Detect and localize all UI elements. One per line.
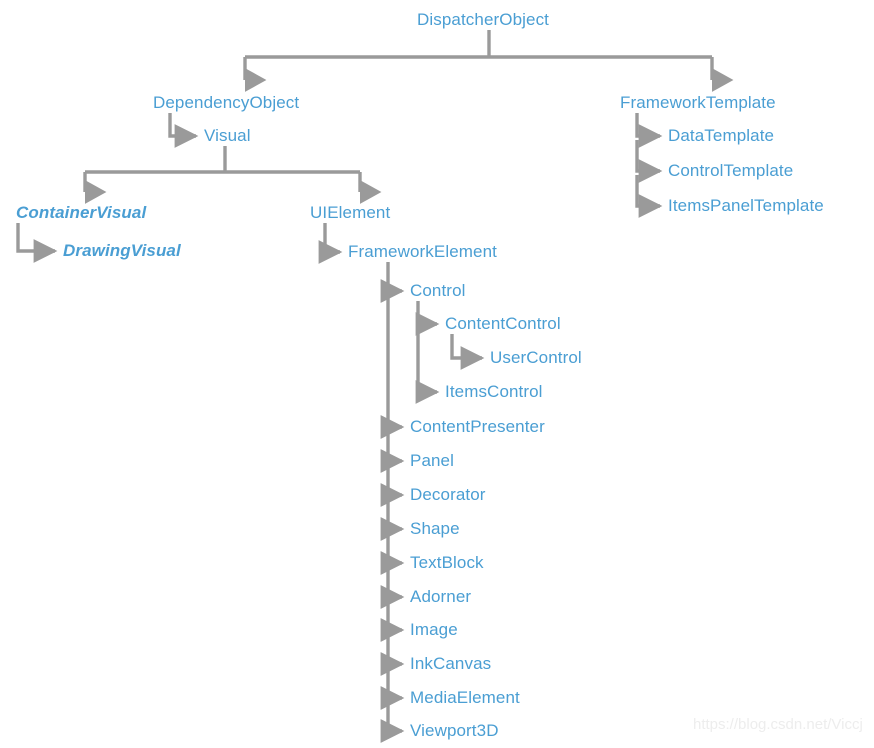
- class-node-controltemplate: ControlTemplate: [668, 161, 794, 180]
- class-node-contentcontrol: ContentControl: [445, 314, 561, 333]
- class-node-drawingvisual: DrawingVisual: [63, 241, 181, 260]
- class-node-itemspaneltemplate: ItemsPanelTemplate: [668, 196, 824, 215]
- class-node-datatemplate: DataTemplate: [668, 126, 775, 145]
- class-node-itemscontrol: ItemsControl: [445, 382, 543, 401]
- class-node-contentpresenter: ContentPresenter: [410, 417, 545, 436]
- edge-frameworktemplate-datatemplate: [635, 113, 663, 148]
- class-node-shape: Shape: [410, 519, 460, 538]
- class-node-control: Control: [410, 281, 466, 300]
- edge-frameworktemplate-itemspaneltemplate: [635, 175, 663, 218]
- class-node-visual: Visual: [204, 126, 251, 145]
- class-node-decorator: Decorator: [410, 485, 486, 504]
- watermark-text: https://blog.csdn.net/Viccj: [693, 716, 863, 733]
- class-node-frameworktemplate: FrameworkTemplate: [620, 93, 776, 112]
- class-node-usercontrol: UserControl: [490, 348, 582, 367]
- class-node-mediaelement: MediaElement: [410, 688, 520, 707]
- edge-dependencyobject-visual: [168, 113, 199, 148]
- class-node-dispatcherobject: DispatcherObject: [417, 10, 549, 29]
- class-node-textblock: TextBlock: [410, 553, 484, 572]
- edge-uielement-frameworkelement: [318, 223, 343, 264]
- edge-contentcontrol-usercontrol: [450, 334, 485, 370]
- class-node-frameworkelement: FrameworkElement: [348, 242, 497, 261]
- edge-frameworktemplate-controltemplate: [635, 140, 663, 183]
- class-node-image: Image: [410, 620, 458, 639]
- class-node-containervisual: ContainerVisual: [16, 203, 147, 222]
- edge-containervisual-drawingvisual: [16, 223, 58, 263]
- class-node-uielement: UIElement: [310, 203, 391, 222]
- class-node-inkcanvas: InkCanvas: [410, 654, 492, 673]
- class-node-viewport3d: Viewport3D: [410, 721, 499, 740]
- class-node-dependencyobject: DependencyObject: [153, 93, 300, 112]
- class-node-adorner: Adorner: [410, 587, 472, 606]
- class-node-panel: Panel: [410, 451, 454, 470]
